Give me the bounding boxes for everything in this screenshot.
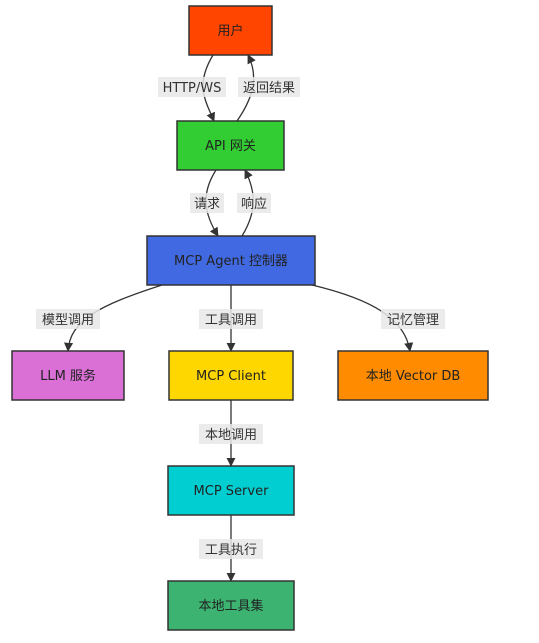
svg-text:MCP Client: MCP Client xyxy=(196,369,266,384)
svg-text:本地 Vector DB: 本地 Vector DB xyxy=(366,369,461,384)
edge-label-memory-mgmt: 记忆管理 xyxy=(381,309,445,329)
edge-label-response: 响应 xyxy=(237,193,271,213)
svg-text:模型调用: 模型调用 xyxy=(42,313,94,328)
svg-text:用户: 用户 xyxy=(217,23,243,39)
svg-text:API 网关: API 网关 xyxy=(205,139,256,154)
edge-label-return-result: 返回结果 xyxy=(238,77,300,97)
node-mcp-agent-box xyxy=(146,235,316,286)
edge-label-tool-exec: 工具执行 xyxy=(199,539,263,559)
node-vector-db: 本地 Vector DB xyxy=(337,350,489,401)
node-mcp-server-box xyxy=(167,465,295,516)
svg-text:HTTP/WS: HTTP/WS xyxy=(163,81,222,96)
svg-text:MCP Server: MCP Server xyxy=(194,484,270,499)
edge-label-model-call: 模型调用 xyxy=(36,309,100,329)
svg-text:记忆管理: 记忆管理 xyxy=(387,312,439,328)
edge-label-local-call: 本地调用 xyxy=(199,424,263,444)
svg-text:工具调用: 工具调用 xyxy=(205,313,257,328)
node-vector-db-box xyxy=(337,350,489,401)
svg-text:本地工具集: 本地工具集 xyxy=(198,598,263,614)
node-mcp-server: MCP Server xyxy=(167,465,295,516)
svg-text:LLM 服务: LLM 服务 xyxy=(40,368,96,384)
node-local-toolset-box xyxy=(167,580,295,631)
edge-label-request: 请求 xyxy=(190,193,224,213)
node-llm-service: LLM 服务 xyxy=(11,350,125,401)
node-api-gateway: API 网关 xyxy=(176,120,285,171)
svg-text:本地调用: 本地调用 xyxy=(205,428,257,443)
node-mcp-client: MCP Client xyxy=(168,350,294,401)
node-mcp-agent: MCP Agent 控制器 xyxy=(146,235,316,286)
edge-label-http-ws: HTTP/WS xyxy=(158,77,226,97)
node-mcp-client-box xyxy=(168,350,294,401)
node-local-toolset: 本地工具集 xyxy=(167,580,295,631)
node-user-box xyxy=(188,5,273,56)
svg-text:响应: 响应 xyxy=(241,196,267,212)
svg-text:MCP Agent 控制器: MCP Agent 控制器 xyxy=(174,254,288,269)
svg-text:请求: 请求 xyxy=(194,197,220,212)
svg-text:返回结果: 返回结果 xyxy=(243,81,295,96)
node-user: 用户 xyxy=(188,5,273,56)
edge-label-tool-call: 工具调用 xyxy=(199,309,263,329)
svg-text:工具执行: 工具执行 xyxy=(205,543,257,558)
node-api-gateway-box xyxy=(176,120,285,171)
node-llm-service-box xyxy=(11,350,125,401)
